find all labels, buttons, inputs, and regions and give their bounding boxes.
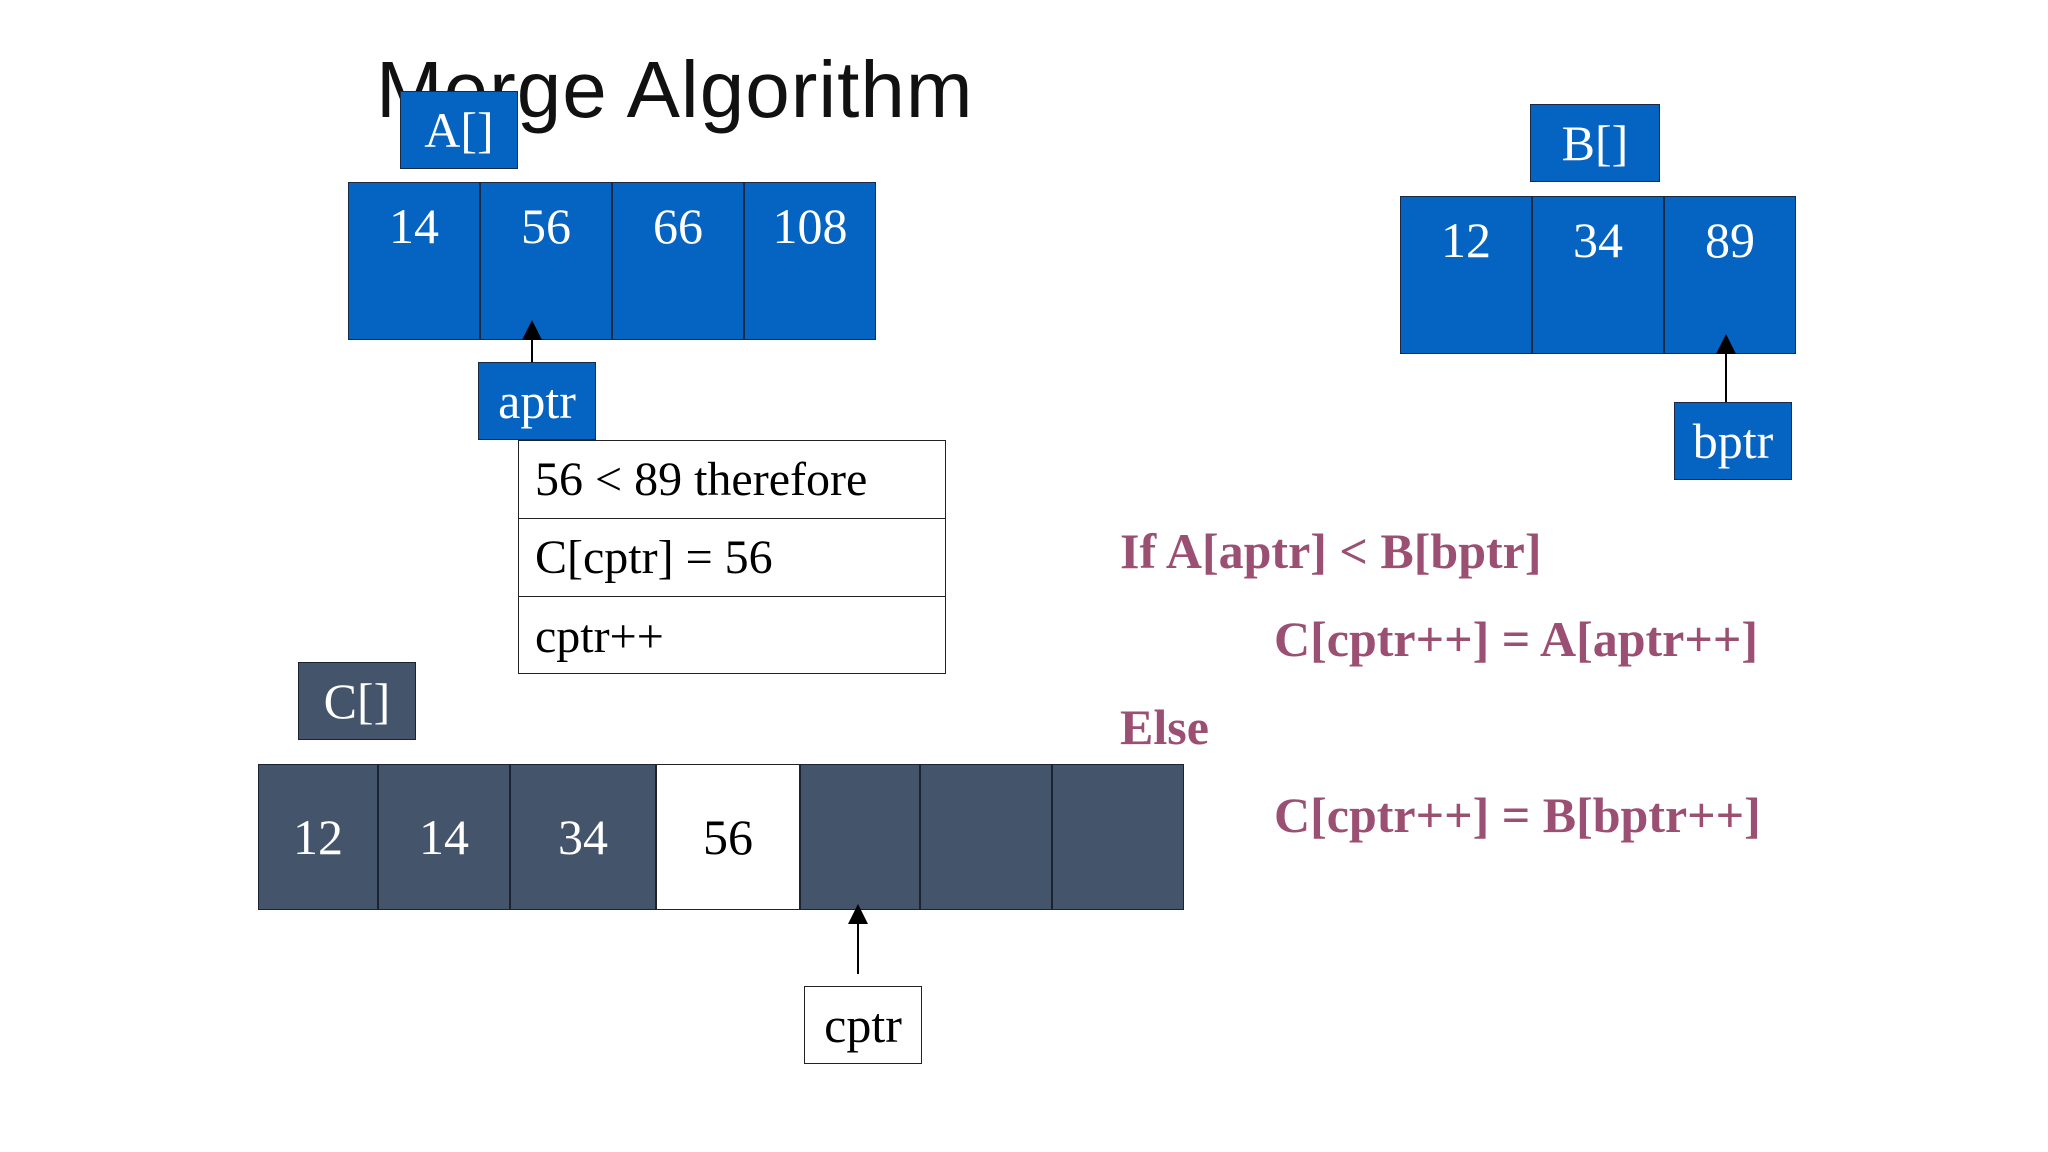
array-a-label: A[] [400,91,518,169]
step-line: C[cptr] = 56 [519,519,945,597]
array-b-cell: 34 [1532,196,1664,354]
array-c-label: C[] [298,662,416,740]
array-c-cell: 14 [378,764,510,910]
array-c-cell-current: 56 [656,764,800,910]
array-b-label: B[] [1530,104,1660,182]
array-b-cell: 89 [1664,196,1796,354]
cptr-pointer-label: cptr [804,986,922,1064]
array-a-cell: 14 [348,182,480,340]
array-c-cell [920,764,1052,910]
array-c-cell: 12 [258,764,378,910]
array-c-cell [1052,764,1184,910]
array-c: 12 14 34 56 [258,764,1184,910]
array-a-cell: 56 [480,182,612,340]
step-explanation-box: 56 < 89 therefore C[cptr] = 56 cptr++ [518,440,946,674]
pseudocode-else: Else [1120,699,1209,755]
array-a: 14 56 66 108 [348,182,876,340]
pseudocode-then: C[cptr++] = A[aptr++] [1274,611,1759,667]
array-b-cell: 12 [1400,196,1532,354]
bptr-pointer-label: bptr [1674,402,1792,480]
array-c-cell: 34 [510,764,656,910]
step-line: cptr++ [535,609,664,663]
array-a-cell: 66 [612,182,744,340]
array-a-cell: 108 [744,182,876,340]
pseudocode-if: If A[aptr] < B[bptr] [1120,523,1542,579]
step-line: 56 < 89 therefore [519,441,945,519]
pseudocode-else-body: C[cptr++] = B[bptr++] [1274,787,1761,843]
array-c-cell [800,764,920,910]
array-b: 12 34 89 [1400,196,1796,354]
aptr-pointer-label: aptr [478,362,596,440]
